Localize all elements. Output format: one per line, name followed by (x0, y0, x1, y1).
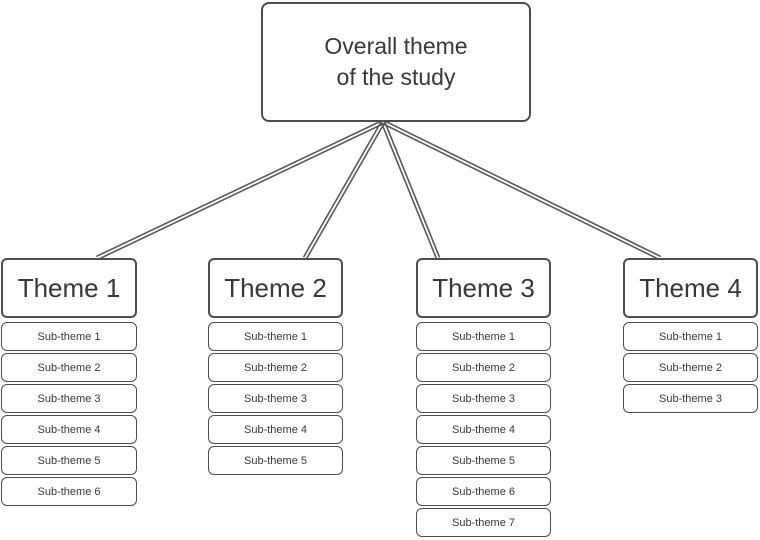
subtheme-box: Sub-theme 3 (1, 384, 137, 413)
subtheme-box: Sub-theme 3 (208, 384, 343, 413)
subtheme-label: Sub-theme 3 (452, 392, 515, 405)
theme-title-label: Theme 3 (432, 272, 535, 303)
theme-column: Theme 3 Sub-theme 1 Sub-theme 2 Sub-theme 3… (416, 258, 551, 539)
root-node: Overall theme of the study (261, 2, 531, 122)
subtheme-box: Sub-theme 2 (208, 353, 343, 382)
subtheme-label: Sub-theme 3 (244, 392, 307, 405)
subtheme-label: Sub-theme 2 (37, 361, 101, 374)
subtheme-box: Sub-theme 5 (1, 446, 137, 475)
subtheme-label: Sub-theme 6 (452, 485, 515, 498)
subtheme-label: Sub-theme 7 (452, 516, 515, 529)
theme-title-box: Theme 3 (416, 258, 551, 318)
subtheme-box: Sub-theme 2 (623, 353, 758, 382)
subtheme-box: Sub-theme 3 (623, 384, 758, 413)
subtheme-label: Sub-theme 5 (37, 454, 101, 467)
subtheme-label: Sub-theme 2 (244, 361, 307, 374)
theme-column: Theme 2 Sub-theme 1 Sub-theme 2 Sub-theme 3… (208, 258, 343, 477)
subtheme-label: Sub-theme 4 (452, 423, 515, 436)
subtheme-box: Sub-theme 6 (1, 477, 137, 506)
theme-column: Theme 4 Sub-theme 1 Sub-theme 2 Sub-theme 3 (623, 258, 758, 415)
theme-title-box: Theme 1 (1, 258, 137, 318)
subtheme-box: Sub-theme 5 (208, 446, 343, 475)
subtheme-label: Sub-theme 1 (37, 330, 101, 343)
subtheme-box: Sub-theme 5 (416, 446, 551, 475)
subtheme-label: Sub-theme 1 (659, 330, 722, 343)
subtheme-box: Sub-theme 4 (1, 415, 137, 444)
subtheme-label: Sub-theme 3 (37, 392, 101, 405)
root-node-label: Overall theme of the study (324, 32, 468, 90)
subtheme-label: Sub-theme 1 (452, 330, 515, 343)
subtheme-label: Sub-theme 1 (244, 330, 307, 343)
subtheme-label: Sub-theme 2 (659, 361, 722, 374)
subtheme-box: Sub-theme 6 (416, 477, 551, 506)
subtheme-label: Sub-theme 5 (244, 454, 307, 467)
subtheme-box: Sub-theme 4 (416, 415, 551, 444)
theme-title-label: Theme 2 (224, 272, 327, 303)
subtheme-box: Sub-theme 1 (1, 322, 137, 351)
theme-title-box: Theme 4 (623, 258, 758, 318)
subtheme-label: Sub-theme 6 (37, 485, 101, 498)
theme-title-box: Theme 2 (208, 258, 343, 318)
subtheme-label: Sub-theme 2 (452, 361, 515, 374)
subtheme-box: Sub-theme 7 (416, 508, 551, 537)
theme-title-label: Theme 4 (639, 272, 742, 303)
subtheme-box: Sub-theme 4 (208, 415, 343, 444)
subtheme-box: Sub-theme 2 (416, 353, 551, 382)
subtheme-label: Sub-theme 4 (244, 423, 307, 436)
subtheme-label: Sub-theme 4 (37, 423, 101, 436)
subtheme-box: Sub-theme 3 (416, 384, 551, 413)
subtheme-box: Sub-theme 1 (208, 322, 343, 351)
theme-column: Theme 1 Sub-theme 1 Sub-theme 2 Sub-theme 3… (1, 258, 137, 508)
subtheme-box: Sub-theme 2 (1, 353, 137, 382)
subtheme-label: Sub-theme 5 (452, 454, 515, 467)
theme-title-label: Theme 1 (17, 272, 121, 303)
subtheme-box: Sub-theme 1 (623, 322, 758, 351)
subtheme-box: Sub-theme 1 (416, 322, 551, 351)
subtheme-label: Sub-theme 3 (659, 392, 722, 405)
